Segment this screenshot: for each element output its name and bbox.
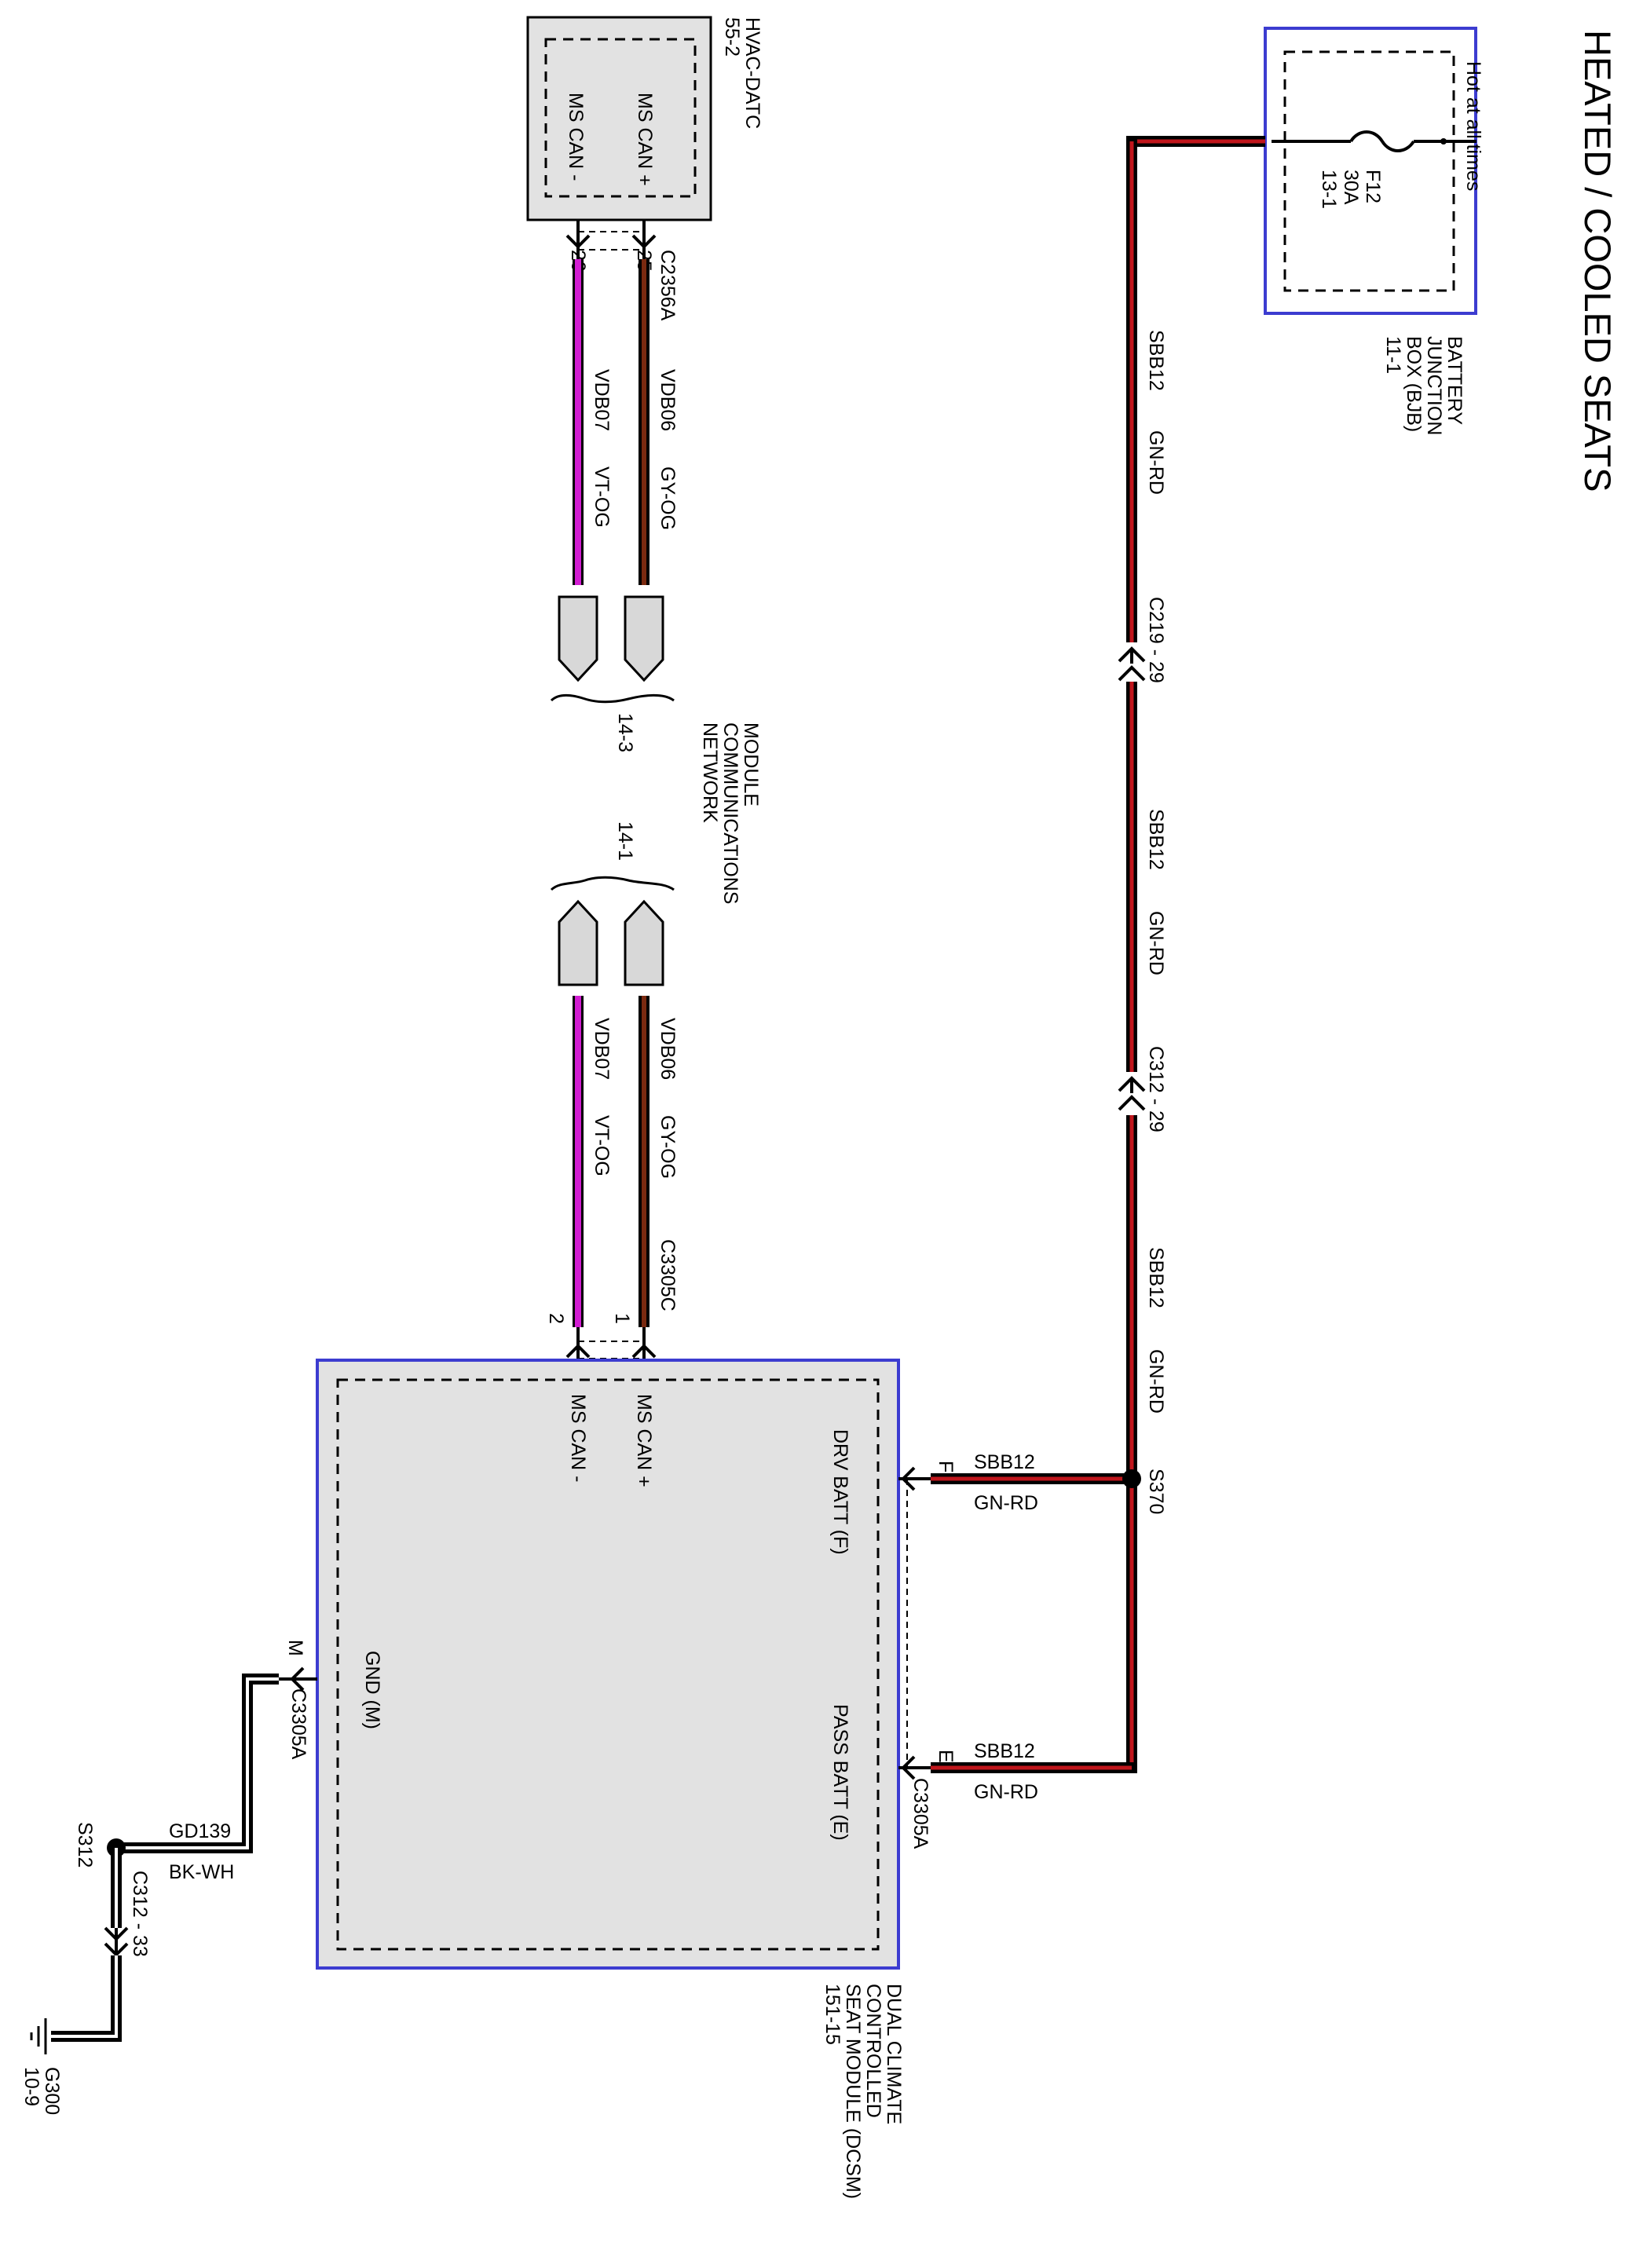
wire-label-vtog-upper: VT-OG	[591, 466, 613, 528]
wire-label-sbb12-pass: SBB12	[974, 1740, 1035, 1762]
dcsm-pin-pass-batt: PASS BATT (E)	[829, 1704, 851, 1841]
connector-c2356a: C2356A 25 26	[565, 220, 679, 321]
bjb-fuse-f12: F12 30A 13-1	[1272, 130, 1477, 209]
dcsm-name-line-3: SEAT MODULE (DCSM)	[842, 1984, 864, 2199]
dcsm-outline	[316, 1359, 900, 1970]
hvac-name-line-1: HVAC-DATC	[741, 17, 763, 129]
bjb-outline	[1264, 27, 1477, 315]
connector-c3305a-batt-label: C3305A	[909, 1778, 931, 1849]
wire-label-gyog-upper: GY-OG	[657, 466, 679, 530]
wire-label-vdb06-lower: VDB06	[657, 1018, 679, 1080]
connector-c2356a-label: C2356A	[657, 250, 679, 321]
ground-id: G300	[41, 2067, 63, 2115]
dcsm-batt-pins: F E C3305A	[898, 1461, 957, 1849]
fuse-ref: 13-1	[1318, 170, 1340, 209]
dcsm-pin-drv-batt: DRV BATT (F)	[829, 1429, 851, 1555]
network-terminal-bottom: 14-1	[550, 821, 675, 986]
connector-c219: C219 - 29	[1118, 597, 1167, 683]
network-ref-top: 14-3	[614, 713, 636, 752]
connector-c219-label: C219 - 29	[1145, 597, 1167, 683]
dcsm-name-line-1: DUAL CLIMATE	[883, 1984, 905, 2124]
pin-f-label: F	[935, 1461, 957, 1472]
connector-c312-33-label: C312 - 33	[129, 1871, 151, 1957]
wire-label-vdb06-upper: VDB06	[657, 369, 679, 431]
dcsm-name-line-2: CONTROLLED	[862, 1984, 884, 2118]
wire-label-gnrd-drv: GN-RD	[974, 1492, 1038, 1514]
network-label-line-2: COMMUNICATIONS	[719, 722, 741, 904]
connector-c3305c: C3305C 1 2	[545, 1239, 679, 1360]
wire-label-gnrd-3: GN-RD	[1145, 1349, 1167, 1414]
dcsm-pin-ms-can-minus: MS CAN -	[567, 1394, 589, 1483]
network-ref-bottom: 14-1	[614, 821, 636, 861]
can-wires-lower: VDB06 GY-OG VDB07 VT-OG	[573, 996, 679, 1327]
fuse-label-f12: F12	[1362, 170, 1384, 203]
diagram-title: HEATED / COOLED SEATS	[1577, 30, 1619, 492]
hvac-name-line-2: 55-2	[721, 17, 743, 57]
hvac-datc-module: MS CAN + MS CAN - HVAC-DATC 55-2	[526, 16, 763, 221]
connector-c312-29-label: C312 - 29	[1145, 1046, 1167, 1132]
fuse-rating: 30A	[1340, 170, 1362, 205]
wire-label-vdb07-upper: VDB07	[591, 369, 613, 431]
splice-s312-label: S312	[74, 1822, 96, 1867]
dcsm-pin-ms-can-plus: MS CAN +	[633, 1394, 655, 1487]
dcsm-pin-gnd: GND (M)	[361, 1651, 383, 1729]
wire-label-gnrd-2: GN-RD	[1145, 911, 1167, 975]
wire-label-gnrd-1: GN-RD	[1145, 430, 1167, 495]
can-wires-upper: VDB06 GY-OG VDB07 VT-OG	[573, 259, 679, 585]
pin-e-label: E	[935, 1750, 957, 1763]
battery-junction-box: F12 30A 13-1 Hot at all times BATTERY JU…	[1264, 27, 1484, 435]
bjb-name-line-3: BOX (BJB)	[1403, 336, 1425, 432]
wire-label-vdb07-lower: VDB07	[591, 1018, 613, 1080]
hvac-pin-ms-can-minus: MS CAN -	[565, 93, 587, 181]
ground-circuit: M C3305A GD139 BK-WH S312 C312 - 33 G300…	[20, 1640, 317, 2115]
wire-label-sbb12-drv: SBB12	[974, 1451, 1035, 1473]
wire-label-sbb12-2: SBB12	[1145, 809, 1167, 870]
network-terminal-top: 14-3	[550, 595, 675, 752]
bjb-name-line-2: JUNCTION	[1423, 336, 1445, 435]
connector-c3305c-pin-1: 1	[611, 1313, 633, 1324]
power-feed-labels: SBB12 GN-RD SBB12 GN-RD SBB12 GN-RD SBB1…	[974, 330, 1167, 1803]
connector-c3305a-gnd-label: C3305A	[287, 1688, 309, 1760]
connector-c312-29: C312 - 29	[1118, 1046, 1167, 1132]
dcsm-name-line-4: 151-15	[822, 1984, 843, 2045]
wire-label-gnrd-pass: GN-RD	[974, 1781, 1038, 1803]
connector-c3305c-pin-2: 2	[545, 1313, 567, 1324]
wire-label-sbb12-1: SBB12	[1145, 330, 1167, 391]
bjb-inner-outline	[1283, 50, 1455, 292]
hvac-outline	[526, 16, 712, 221]
wire-label-sbb12-3: SBB12	[1145, 1247, 1167, 1308]
splice-s370-label: S370	[1145, 1469, 1167, 1514]
bjb-name-line-1: BATTERY	[1444, 336, 1466, 425]
network-label-line-1: MODULE	[740, 722, 762, 807]
bjb-name-line-4: 11-1	[1382, 336, 1404, 374]
wire-label-gd139: GD139	[169, 1820, 231, 1842]
wire-label-bkwh: BK-WH	[169, 1861, 234, 1883]
hvac-inner-outline	[544, 38, 697, 198]
dcsm-module: DRV BATT (F) PASS BATT (E) MS CAN + MS C…	[316, 1359, 908, 2199]
connector-c3305c-label: C3305C	[657, 1239, 679, 1311]
splice-s370	[1122, 1469, 1141, 1488]
hvac-pin-ms-can-plus: MS CAN +	[634, 93, 656, 186]
wire-label-gyog-lower: GY-OG	[657, 1115, 679, 1179]
ground-ref: 10-9	[20, 2067, 42, 2106]
network-label-line-3: NETWORK	[699, 722, 721, 823]
connector-c3305a-gnd-pin: M	[284, 1640, 306, 1656]
wire-label-vtog-lower: VT-OG	[591, 1115, 613, 1176]
power-feed-wire: S370	[931, 136, 1265, 1773]
ground-icon	[30, 2018, 47, 2054]
bjb-note: Hot at all times	[1462, 61, 1484, 191]
network-label: MODULE COMMUNICATIONS NETWORK	[699, 722, 762, 904]
